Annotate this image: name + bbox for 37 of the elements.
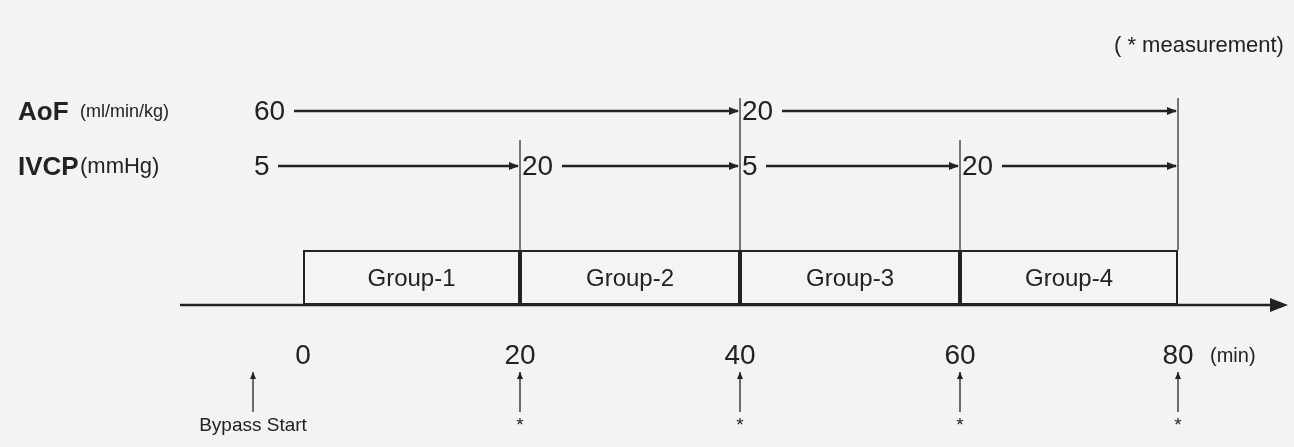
group-box: Group-4 <box>960 250 1178 305</box>
arrow <box>250 371 256 413</box>
value-text: 60 <box>254 94 292 128</box>
group-box: Group-3 <box>740 250 960 305</box>
group-box: Group-1 <box>303 250 520 305</box>
value-text: 20 <box>742 94 780 128</box>
tick-label: 40 <box>720 338 760 372</box>
value-text: 20 <box>522 149 560 183</box>
row-label: IVCP <box>18 150 79 183</box>
arrow <box>562 162 739 170</box>
arrow <box>766 162 959 170</box>
arrow <box>278 162 519 170</box>
tick-label: 60 <box>940 338 980 372</box>
annotation-text: Bypass Start <box>188 412 318 438</box>
value-text: 20 <box>962 149 1000 183</box>
tick-label: 20 <box>500 338 540 372</box>
legend-note: ( * measurement) <box>1114 31 1284 59</box>
annotation-text: * <box>1163 412 1193 438</box>
unit-label: (mmHg) <box>80 152 160 180</box>
annotation-text: * <box>945 412 975 438</box>
arrow <box>737 371 743 413</box>
row-label: AoF <box>18 95 69 128</box>
tick-label: 0 <box>283 338 323 372</box>
value-text: 5 <box>254 149 276 183</box>
arrow <box>1175 371 1181 413</box>
arrow <box>517 371 523 413</box>
unit-label: (min) <box>1210 343 1256 368</box>
group-box: Group-2 <box>520 250 740 305</box>
annotation-text: * <box>725 412 755 438</box>
unit-label: (ml/min/kg) <box>80 100 169 123</box>
arrow <box>1002 162 1177 170</box>
arrow <box>782 107 1177 115</box>
annotation-text: * <box>505 412 535 438</box>
tick-label: 80 <box>1158 338 1198 372</box>
arrow <box>294 107 739 115</box>
value-text: 5 <box>742 149 764 183</box>
arrow <box>957 371 963 413</box>
